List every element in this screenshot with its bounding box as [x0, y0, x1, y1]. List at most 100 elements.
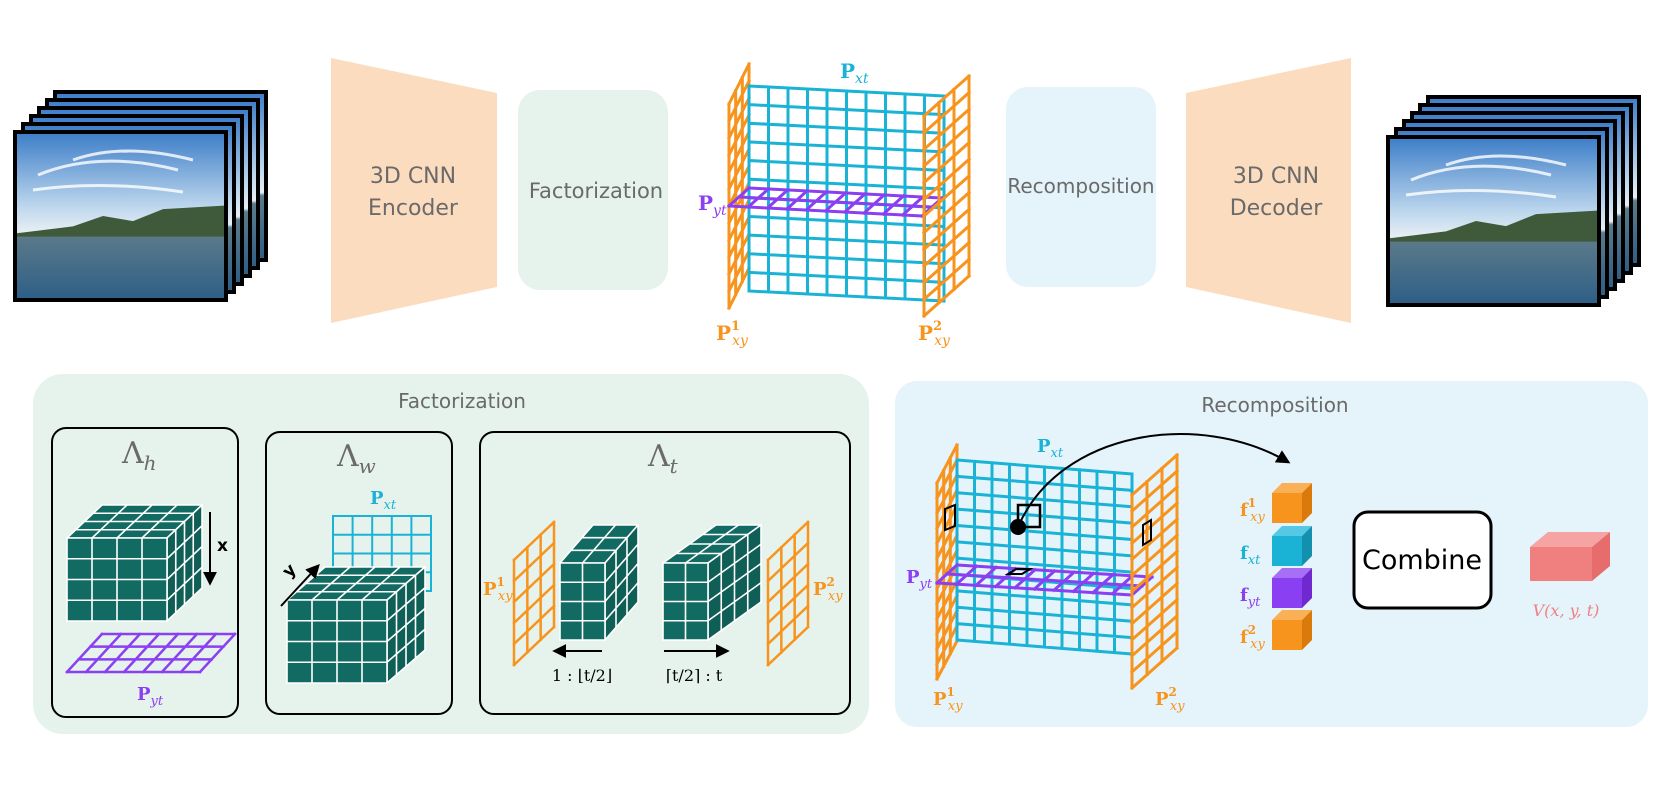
feature-symbol: f: [1240, 500, 1249, 521]
top-pxy1-grid-lines: [726, 61, 752, 311]
lt-plane1-lines: [512, 520, 556, 667]
top-pxy1-grid: [726, 61, 752, 311]
input-video-frames: [13, 90, 268, 302]
top-pyt-grid-lines: [726, 185, 945, 219]
feature-sub: xt: [1248, 553, 1261, 568]
feature-sub: yt: [1247, 595, 1261, 610]
lambda-w-box: [265, 431, 453, 715]
bottom-pxt-label: Pxt: [1037, 436, 1064, 461]
bottom-pyt-grid-lines: [934, 562, 1155, 598]
shoreline: [1390, 210, 1597, 242]
feature-symbol: f: [1240, 543, 1249, 564]
lambda-t-label: Λt: [647, 439, 679, 478]
feature-sup: 1: [1248, 496, 1256, 510]
lambda-w-label: Λw: [336, 439, 376, 478]
lambda-h-pyt-plane: [65, 632, 237, 674]
feature-cube-xy1-side: [1302, 483, 1312, 523]
feature-cube-yt-front: [1272, 578, 1302, 608]
marker-pxy2: [1142, 518, 1152, 547]
marker-pyt: [1004, 568, 1034, 575]
sample-point: [1010, 519, 1026, 535]
y-axis-arrow: [280, 563, 320, 607]
decoder-label-line1: 3D CNN: [1233, 164, 1319, 189]
combine-box: [1352, 510, 1493, 610]
lambda-t-feature-cube-first: [558, 523, 640, 642]
feature-sup: 2: [1248, 623, 1256, 637]
marker-pxy1: [944, 503, 956, 532]
output-video-frames: [1386, 95, 1641, 307]
decoder-block: [1186, 58, 1351, 323]
lambda-h-box: [51, 427, 239, 718]
lambda-t-pxy1-plane: [512, 520, 556, 667]
bottom-pyt-label: Pyt: [906, 567, 933, 592]
lh-cube: [65, 503, 204, 623]
encoder-block: [331, 58, 497, 323]
factorization-block-label: Factorization: [529, 179, 663, 203]
bottom-pyt-grid: [934, 562, 1155, 598]
lt-cube2-front-grid-lines: [662, 562, 709, 641]
lh-plane-lines: [65, 632, 237, 674]
factorization-panel-title: Factorization: [398, 389, 526, 413]
top-pxy2-grid: [921, 73, 972, 319]
lt-cube1-front-grid: [559, 562, 606, 641]
feature-cube-xy1-front: [1272, 493, 1302, 523]
lw-cube: [285, 565, 427, 685]
feature-cube-xt: [1272, 526, 1312, 566]
feature-cube-xy1-top: [1272, 483, 1312, 493]
lt-cube1-front-grid-lines: [559, 562, 606, 641]
feature-cube-xy2-top: [1272, 610, 1312, 620]
lh-plane: [65, 632, 237, 674]
feature-cube-yt-top: [1272, 568, 1312, 578]
lambda-w-feature-cube: [285, 565, 427, 685]
lh-cube-front-grid-lines: [66, 537, 168, 622]
lt-cube1: [558, 523, 640, 642]
time-range-second: ⌈t/2⌉ : t: [666, 666, 723, 685]
lambda-t-box: [479, 431, 851, 715]
recomposition-block-label: Recomposition: [1007, 174, 1154, 198]
time-range-first: 1 : ⌊t/2⌋: [552, 666, 612, 685]
output-cube-side: [1592, 532, 1610, 581]
lambda-t-pxy2-plane: [766, 520, 810, 667]
feature-cube-xy1: [1272, 483, 1312, 523]
feature-label-xt: fxt: [1240, 543, 1261, 568]
lambda-w-pxt-label: Pxt: [370, 488, 397, 513]
feature-symbol: f: [1240, 627, 1249, 648]
decoder-label-line2: Decoder: [1230, 196, 1324, 221]
input-frame: [13, 130, 228, 302]
feature-label-yt: fyt: [1240, 585, 1261, 610]
feature-sub: xy: [1250, 637, 1265, 652]
lambda-t-feature-cube-second: [661, 523, 763, 642]
recomposition-panel: [895, 381, 1648, 727]
shoreline: [17, 205, 224, 237]
lh-cube-front-grid: [66, 537, 168, 622]
feature-cube-xt-front: [1272, 536, 1302, 566]
lw-cube-front-grid: [286, 599, 388, 684]
feature-cube-yt-side: [1302, 568, 1312, 608]
combine-label: Combine: [1362, 545, 1482, 576]
triplane-bottom: [934, 442, 1180, 691]
cloud-streaks: [1405, 154, 1567, 199]
recomposition-block: [1006, 87, 1156, 287]
recomposition-panel-title: Recomposition: [1201, 393, 1348, 417]
top-pyt-label: Pyt: [698, 191, 727, 219]
bottom-pxy2-grid: [1129, 452, 1180, 691]
encoder-label-line2: Encoder: [368, 196, 459, 221]
bottom-pxy2-grid-lines: [1129, 452, 1180, 691]
feature-sub: xy: [1250, 510, 1265, 525]
x-axis-label: x: [217, 536, 228, 556]
lambda-h-feature-cube: [65, 503, 204, 623]
lt-cube2: [661, 523, 763, 642]
feature-cube-xt-top: [1272, 526, 1312, 536]
lt-plane1: [512, 520, 556, 667]
sample-arrow: [1017, 433, 1291, 528]
feature-cube-xy2: [1272, 610, 1312, 650]
top-pxy2-grid-lines: [921, 73, 972, 319]
